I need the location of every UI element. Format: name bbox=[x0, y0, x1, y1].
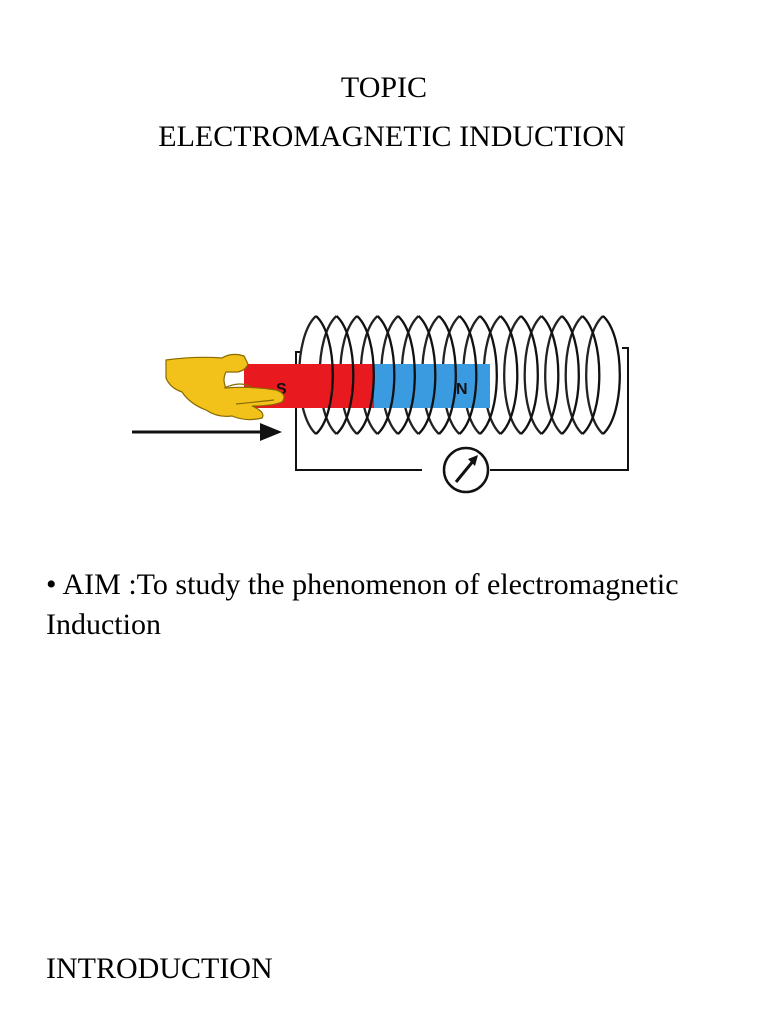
coil-turn-front bbox=[376, 315, 396, 435]
coil-turn-back bbox=[585, 315, 604, 435]
coil-turn-front bbox=[417, 315, 437, 435]
coil-turn-front bbox=[356, 315, 375, 435]
coil-turn-front bbox=[561, 315, 580, 435]
coil-turn-front bbox=[458, 315, 478, 435]
coil-turn-front bbox=[315, 315, 334, 435]
coil-turn-front bbox=[479, 315, 498, 435]
aim-statement: •AIM :To study the phenomenon of electro… bbox=[46, 565, 726, 645]
circuit-wire bbox=[295, 347, 629, 471]
coil-turn-back bbox=[523, 315, 543, 435]
coil-turn-front bbox=[581, 315, 601, 435]
topic-label: TOPIC bbox=[340, 71, 428, 104]
coil-turn-front bbox=[540, 315, 560, 435]
section-heading-introduction: INTRODUCTION bbox=[46, 952, 273, 985]
coil-turn-front bbox=[602, 315, 621, 435]
magnet-north-label: N bbox=[456, 381, 468, 398]
coil-turn-back bbox=[544, 315, 563, 435]
aim-text: AIM :To study the phenomenon of electrom… bbox=[46, 568, 679, 641]
galvanometer-icon bbox=[442, 446, 490, 494]
coil-turn-front bbox=[438, 315, 457, 435]
coil-turn-front bbox=[335, 315, 355, 435]
coil-turn-back bbox=[503, 315, 522, 435]
coil-turn-front bbox=[397, 315, 416, 435]
coil-turn-front bbox=[499, 315, 519, 435]
induction-figure: S N bbox=[132, 315, 629, 494]
motion-arrow-icon bbox=[132, 423, 282, 441]
coil-turn-front bbox=[520, 315, 539, 435]
magnet-south-label: S bbox=[276, 381, 287, 398]
hand-icon bbox=[165, 353, 285, 421]
coil-front-strands bbox=[315, 315, 621, 435]
bullet-icon: • bbox=[46, 568, 57, 601]
page-title: ELECTROMAGNETIC INDUCTION bbox=[158, 120, 626, 153]
coil-turn-back bbox=[564, 315, 584, 435]
